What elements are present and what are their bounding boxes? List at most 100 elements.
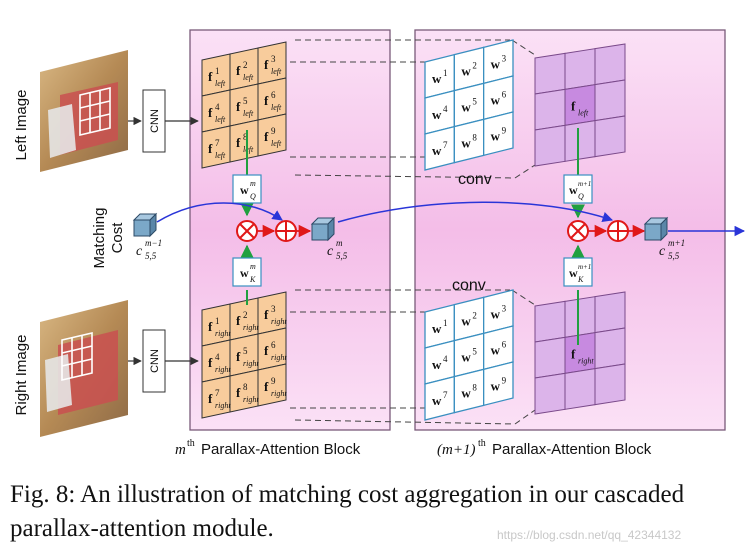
blue-arrow-prev-to-add-m (156, 202, 283, 223)
w-cell-index: 1 (443, 318, 448, 328)
w-cell-index: 2 (472, 61, 477, 71)
feature-cell-base: f (208, 141, 213, 156)
w-cell-index: 6 (502, 339, 507, 349)
w-cell-base: w (432, 143, 442, 158)
right-image (40, 300, 128, 437)
feature-cell-sub: right (271, 317, 287, 326)
svg-text:w: w (569, 183, 578, 197)
svg-text:m+1: m+1 (668, 238, 685, 248)
weight-q-box-m: w m Q (232, 174, 262, 204)
feature-cell-sub: right (215, 401, 231, 410)
feature-cell-sub: right (243, 395, 259, 404)
feature-cell-index: 9 (271, 376, 276, 386)
center-feature-base: f (571, 98, 576, 113)
feature-cell-index: 1 (215, 316, 220, 326)
multiply-op-m1 (567, 220, 589, 242)
w-cell-index: 7 (443, 390, 448, 400)
svg-text:th: th (187, 438, 195, 449)
feature-cell-index: 2 (243, 60, 248, 70)
svg-text:m: m (336, 238, 343, 248)
add-op-m (275, 220, 297, 242)
feature-cell-sub: right (243, 359, 259, 368)
svg-text:5,5: 5,5 (668, 251, 680, 261)
svg-text:m: m (250, 262, 256, 271)
w-cell-base: w (491, 378, 501, 393)
w-cell-base: w (491, 56, 501, 71)
feature-cell-index: 7 (215, 388, 220, 398)
conv-label-top: conv (458, 171, 492, 188)
feature-cell-base: f (236, 99, 241, 114)
w-cell-index: 3 (502, 53, 507, 63)
center-feature-base: f (571, 346, 576, 361)
matching-cost-label-line1: Matching (91, 208, 108, 269)
w-cell-base: w (491, 306, 501, 321)
left-image (40, 50, 128, 172)
svg-text:Q: Q (578, 192, 584, 201)
weight-k-box-m: w m K (232, 257, 262, 287)
add-op-m1 (607, 220, 629, 242)
cost-label-prev: c m−1 5,5 (136, 238, 162, 261)
feature-cell-sub: left (215, 115, 226, 124)
feature-cell-sub: left (215, 79, 226, 88)
cnn-label-right: CNN (149, 349, 161, 373)
feature-cell-sub: left (215, 151, 226, 160)
svg-text:c: c (659, 244, 666, 259)
w-cell-index: 7 (443, 140, 448, 150)
feature-cell-index: 9 (271, 126, 276, 136)
feature-cell-base: f (208, 355, 213, 370)
diagram: Left Image Right Image Matching Cost CNN… (13, 29, 746, 458)
feature-cell-base: f (236, 135, 241, 150)
feature-cell-base: f (236, 63, 241, 78)
blue-arrow-mid-to-add-m1 (337, 201, 613, 223)
cost-cube-mid (310, 216, 336, 242)
feature-cell-base: f (208, 105, 213, 120)
weight-q-box-m1: w m+1 Q (563, 174, 593, 204)
w-cell-base: w (432, 107, 442, 122)
svg-text:w: w (240, 183, 249, 197)
watermark: https://blog.csdn.net/qq_42344132 (497, 528, 682, 542)
multiply-op-m (236, 220, 258, 242)
svg-text:m+1: m+1 (578, 180, 591, 188)
feature-cell-base: f (264, 93, 269, 108)
svg-text:w: w (569, 266, 578, 280)
feature-cell-sub: left (271, 103, 282, 112)
w-cell-base: w (461, 64, 471, 79)
feature-cell-index: 5 (243, 96, 248, 106)
svg-text:m+1: m+1 (578, 263, 591, 271)
svg-text:c: c (327, 244, 334, 259)
w-cell-base: w (432, 357, 442, 372)
svg-text:th: th (478, 438, 486, 449)
svg-text:K: K (249, 275, 256, 284)
w-cell-index: 8 (472, 383, 477, 393)
w-cell-base: w (461, 136, 471, 151)
feature-cell-sub: right (215, 365, 231, 374)
dashed-connectors (290, 39, 536, 425)
feature-cell-index: 8 (243, 132, 248, 142)
w-cell-index: 9 (502, 375, 507, 385)
feature-cell-base: f (264, 307, 269, 322)
conv-label-bottom: conv (452, 277, 486, 294)
w-cell-base: w (432, 393, 442, 408)
feature-cell-sub: left (243, 73, 254, 82)
feature-cell-index: 4 (215, 102, 220, 112)
w-cell-index: 9 (502, 125, 507, 135)
w-cell-index: 5 (472, 347, 477, 357)
cost-label-mid: c m 5,5 (327, 238, 348, 261)
w-cell-base: w (461, 314, 471, 329)
center-feature-sub: right (578, 356, 594, 365)
w-cell-index: 3 (502, 303, 507, 313)
svg-text:Parallax-Attention Block: Parallax-Attention Block (492, 441, 652, 458)
w-cell-index: 5 (472, 97, 477, 107)
w-cell-base: w (461, 100, 471, 115)
w-cell-index: 8 (472, 133, 477, 143)
feature-cell-sub: right (271, 389, 287, 398)
feature-cell-sub: left (271, 139, 282, 148)
w-cell-index: 1 (443, 68, 448, 78)
block-title-m1: (m+1) th Parallax-Attention Block (437, 438, 652, 458)
w-cell-index: 6 (502, 89, 507, 99)
svg-text:5,5: 5,5 (145, 251, 157, 261)
feature-cell-index: 7 (215, 138, 220, 148)
